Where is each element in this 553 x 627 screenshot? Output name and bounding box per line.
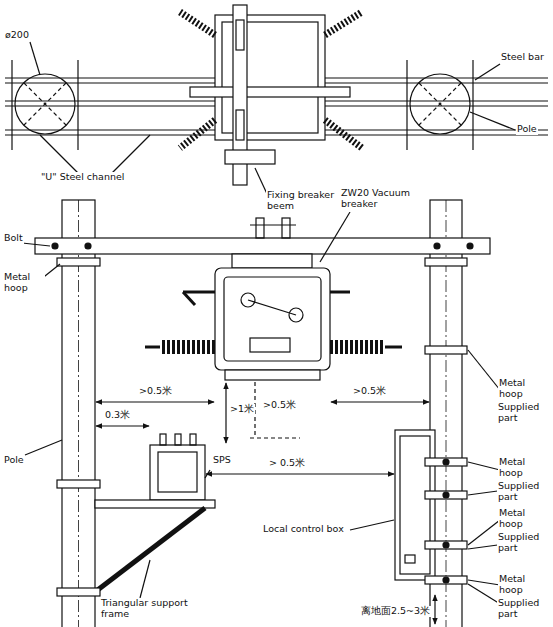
dimension-label: >0.5米 bbox=[262, 400, 297, 411]
part-label: Metal hoop bbox=[498, 457, 550, 479]
dimension-label: >0.5米 bbox=[352, 386, 387, 397]
dimension-label: ø200 bbox=[4, 30, 30, 41]
part-label: "U" Steel channel bbox=[40, 172, 125, 183]
part-label: Local control box bbox=[262, 524, 345, 535]
dimension-label: >1米 bbox=[229, 404, 255, 415]
part-label: Supplied part bbox=[497, 402, 551, 424]
part-label: ZW20 Vacuum breaker bbox=[340, 188, 422, 210]
part-label: Triangular support frame bbox=[100, 598, 192, 620]
part-label: Metal hoop bbox=[498, 574, 550, 596]
dimension-label: 0.3米 bbox=[104, 410, 131, 421]
part-label: Metal hoop bbox=[498, 378, 550, 400]
dimension-label: > 0.5米 bbox=[268, 458, 306, 469]
part-label: Bolt bbox=[3, 233, 24, 244]
part-label: Supplied part bbox=[497, 481, 551, 503]
part-label: Metal hoop bbox=[498, 508, 550, 530]
dimension-label: 离地面2.5~3米 bbox=[360, 606, 431, 617]
part-label: Steel bar bbox=[500, 52, 545, 63]
front-view bbox=[22, 200, 505, 627]
part-label: Pole bbox=[3, 455, 25, 466]
part-label: SPS bbox=[212, 455, 232, 466]
part-label: Supplied part bbox=[497, 532, 551, 554]
part-label: Supplied part bbox=[497, 598, 551, 620]
dimension-label: >0.5米 bbox=[138, 386, 173, 397]
part-label: Metal hoop bbox=[3, 272, 45, 294]
part-label: Pole bbox=[516, 124, 538, 135]
top-view bbox=[5, 5, 548, 196]
